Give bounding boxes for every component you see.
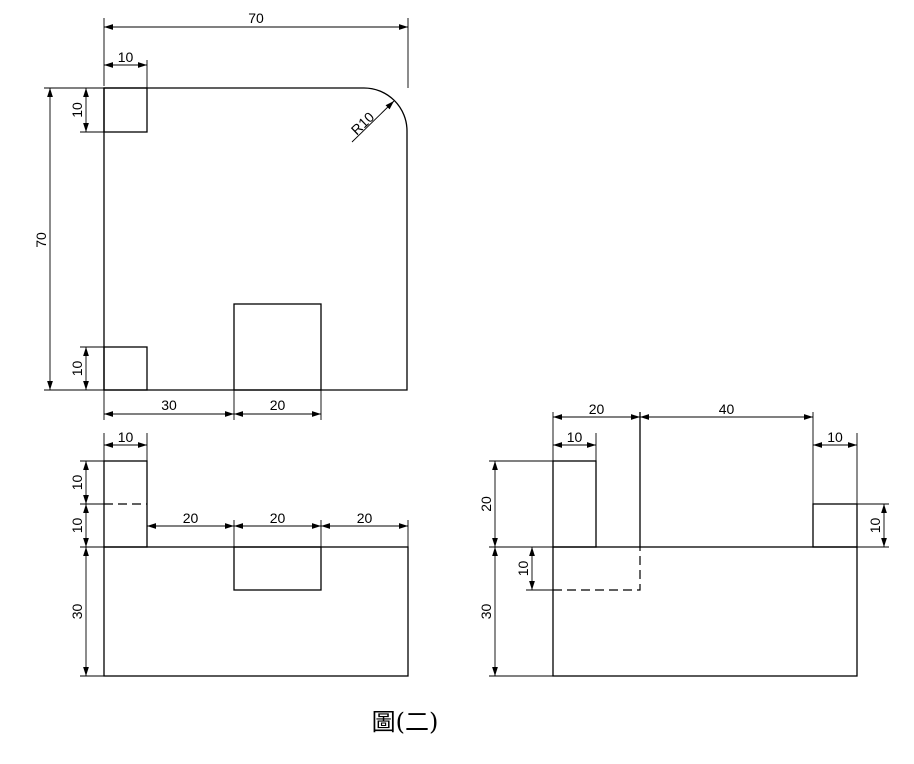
top-left-square [103, 87, 148, 133]
dim-text-right-width: 10 [827, 429, 843, 445]
dim-text-square-bottom-height: 10 [69, 361, 85, 377]
dim-text-square-top-height: 10 [69, 102, 85, 118]
dim-text-base-height: 30 [478, 604, 494, 620]
dim-text-rect-width: 20 [270, 397, 286, 413]
dim-text-left-height: 20 [478, 496, 494, 512]
dim-text-step-lower: 10 [69, 518, 85, 534]
dim-text-step-width: 10 [118, 429, 134, 445]
side-hidden-lines [553, 547, 641, 591]
front-notch [233, 546, 322, 591]
dim-text-offset-left: 30 [161, 397, 177, 413]
dim-text-radius: R10 [348, 109, 378, 138]
dim-text-seg-3: 20 [357, 510, 373, 526]
dim-text-step-upper: 10 [69, 475, 85, 491]
dim-text-overall-width: 70 [248, 10, 264, 26]
top-view: 70 10 70 10 10 30 20 R10 [33, 10, 409, 420]
dim-text-overall-height: 70 [33, 232, 49, 248]
dim-text-seg-1: 20 [183, 510, 199, 526]
dim-text-square-width: 10 [118, 49, 134, 65]
front-base-block [103, 546, 409, 677]
side-right-block [812, 503, 858, 548]
side-left-block [552, 460, 597, 548]
bottom-middle-rect [233, 303, 322, 391]
dim-text-inner-width: 10 [567, 429, 583, 445]
bottom-left-square [103, 346, 148, 391]
dim-text-hidden-depth: 10 [515, 561, 531, 577]
dim-text-right-height: 10 [867, 518, 883, 534]
dim-text-left-block: 20 [589, 401, 605, 417]
dim-text-seg-2: 20 [270, 510, 286, 526]
top-view-outline [103, 87, 408, 391]
side-base-block [552, 546, 858, 677]
dim-text-base-height: 30 [69, 604, 85, 620]
dim-line-radius [351, 100, 395, 143]
dim-text-middle-span: 40 [719, 401, 735, 417]
side-view: 20 40 10 10 20 30 10 10 [478, 401, 889, 677]
front-view: 10 10 10 30 20 20 20 [69, 429, 409, 677]
figure-caption: 圖(二) [372, 708, 439, 736]
